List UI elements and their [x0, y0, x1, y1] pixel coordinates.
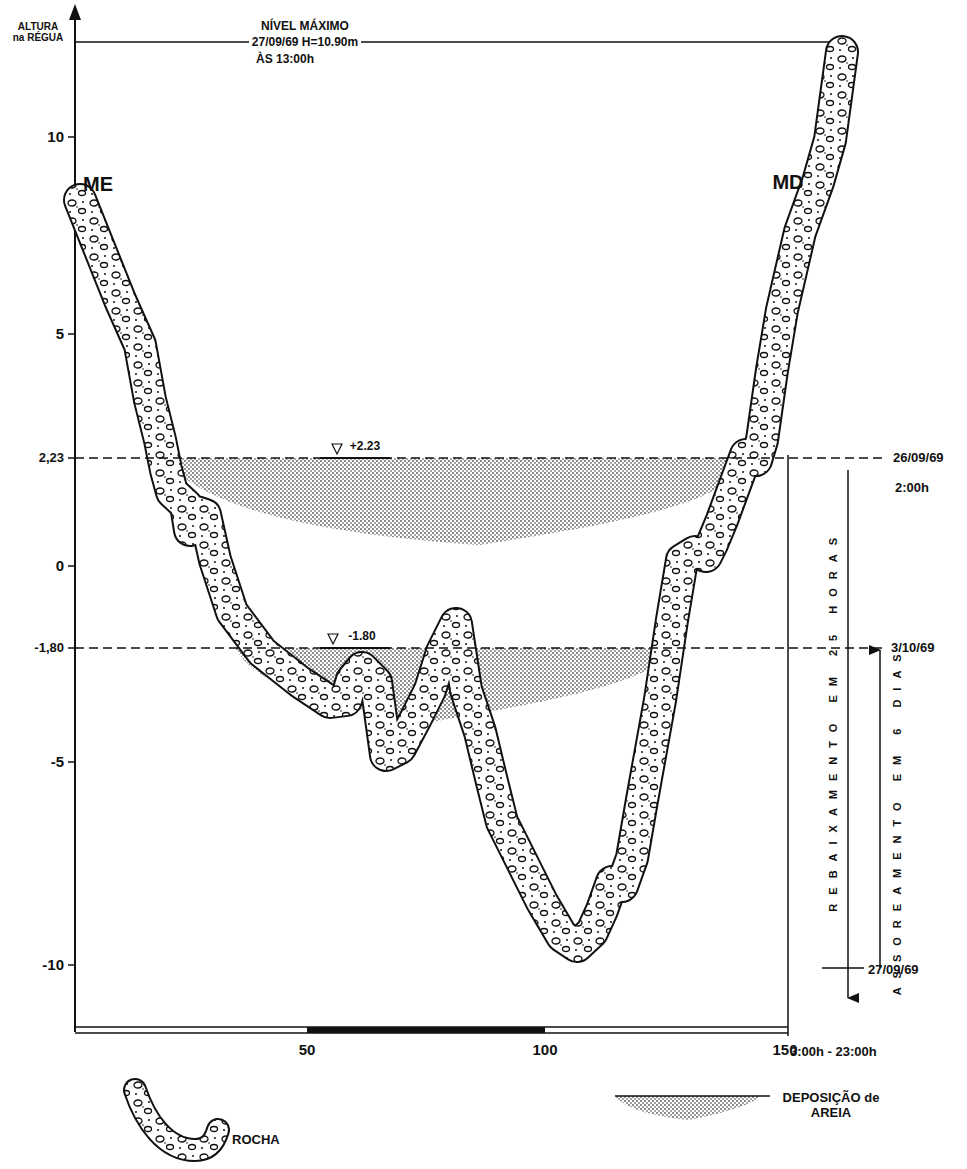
diagram-label: 150: [772, 1041, 797, 1058]
diagram-label: 5: [56, 325, 64, 342]
diagram-label: 100: [532, 1041, 557, 1058]
diagram-label: NÍVEL MÁXIMO: [258, 20, 352, 34]
diagram-label: +2.23: [350, 440, 380, 454]
diagram-label: 27/09/69 H=10.90m: [249, 36, 361, 50]
diagram-label: ASSOREAMENTO EM 6 DIAS: [891, 645, 904, 995]
diagram-label: -10: [42, 956, 64, 973]
rock-swatch: [135, 1090, 218, 1150]
diagram-label: -1.80: [348, 630, 375, 644]
diagram-label: 50: [299, 1041, 316, 1058]
diagram-label: 10: [47, 128, 64, 145]
diagram-label: 2,23: [39, 451, 64, 466]
sand-swatch: [615, 1096, 770, 1120]
diagram-label: MD: [772, 171, 803, 194]
legend-text: ROCHA: [232, 1133, 280, 1148]
diagram-label: ALTURA na RÉGUA: [12, 21, 64, 44]
legend-text: DEPOSIÇÃO de AREIA: [776, 1091, 886, 1121]
diagram-label: 26/09/69: [893, 451, 944, 466]
diagram-label: ÀS 13:00h: [253, 53, 317, 67]
diagram-label: REBAIXAMENTO EM 25 HORAS: [827, 529, 840, 912]
diagram-label: -5: [51, 753, 64, 770]
diagram-label: 0: [56, 557, 64, 574]
diagram-label: -1,80: [34, 641, 64, 656]
diagram-label: 3:00h - 23:00h: [790, 1045, 877, 1060]
diagram-label: 2:00h: [895, 481, 929, 496]
diagram-label: ME: [83, 173, 113, 196]
